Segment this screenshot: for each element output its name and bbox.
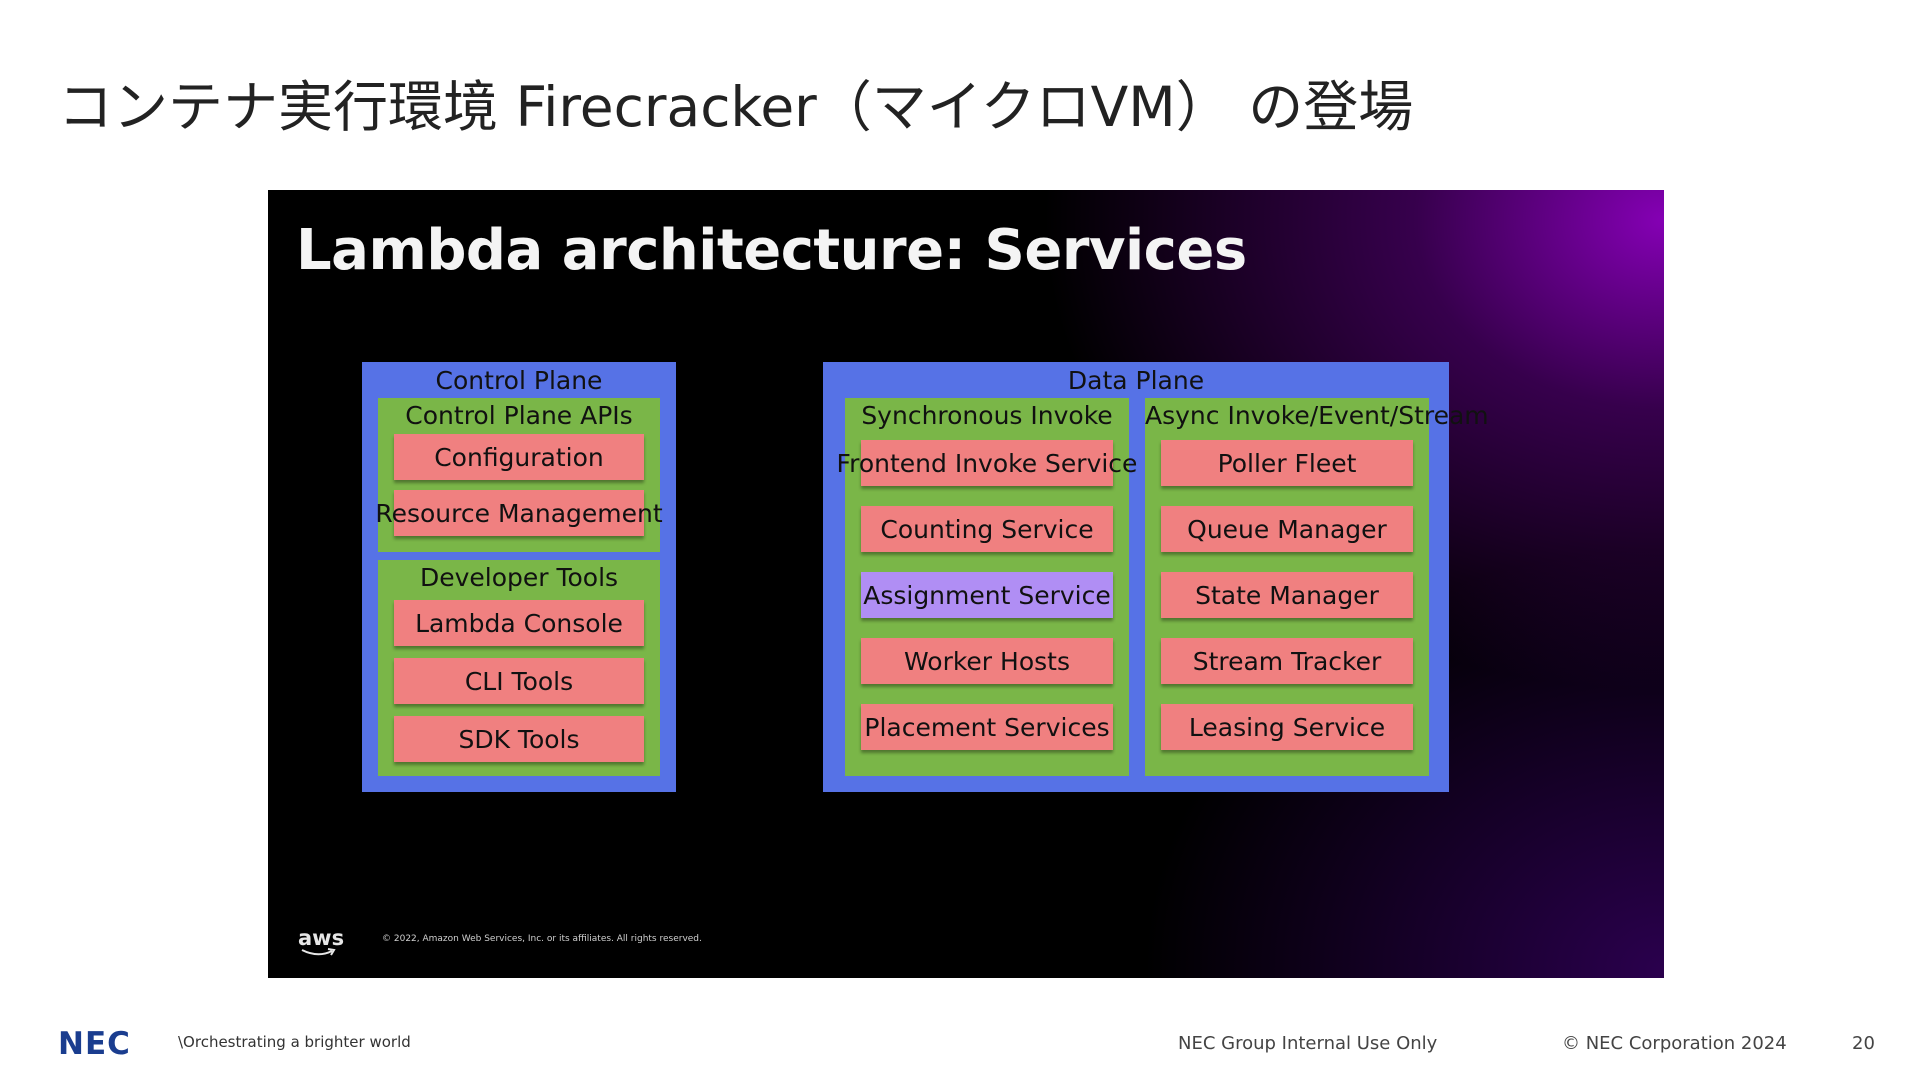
service-counting: Counting Service	[861, 506, 1113, 552]
nec-logo: NEC	[58, 1026, 131, 1062]
aws-logo: aws	[298, 926, 345, 950]
screenshot-copyright: © 2022, Amazon Web Services, Inc. or its…	[382, 934, 702, 944]
service-sdk-tools: SDK Tools	[394, 716, 644, 762]
data-plane-label: Data Plane	[1067, 366, 1205, 395]
developer-tools-group: Developer Tools Lambda Console CLI Tools…	[378, 560, 660, 776]
service-poller-fleet: Poller Fleet	[1161, 440, 1413, 486]
synchronous-invoke-group: Synchronous Invoke Frontend Invoke Servi…	[837, 398, 1137, 776]
service-queue-manager: Queue Manager	[1161, 506, 1413, 552]
service-lambda-console: Lambda Console	[394, 600, 644, 646]
service-resource-management: Resource Management	[375, 490, 663, 536]
service-stream-tracker: Stream Tracker	[1161, 638, 1413, 684]
async-invoke-label: Async Invoke/Event/Stream	[1145, 401, 1489, 430]
developer-tools-label: Developer Tools	[419, 563, 619, 592]
control-plane-apis-group: Control Plane APIs Configuration Resourc…	[375, 398, 663, 552]
service-worker-hosts: Worker Hosts	[861, 638, 1113, 684]
service-cli-tools: CLI Tools	[394, 658, 644, 704]
service-assignment: Assignment Service	[861, 572, 1113, 618]
classification-label: NEC Group Internal Use Only	[1178, 1033, 1438, 1054]
slide-title: コンテナ実行環境 Firecracker（マイクロVM） の登場	[58, 75, 1414, 139]
service-configuration: Configuration	[394, 434, 644, 480]
control-plane-label: Control Plane	[435, 366, 603, 395]
architecture-screenshot: Lambda architecture: Services Control Pl…	[268, 190, 1664, 978]
service-placement: Placement Services	[861, 704, 1113, 750]
page-number: 20	[1852, 1033, 1875, 1054]
screenshot-title: Lambda architecture: Services	[296, 218, 1247, 283]
control-plane-apis-label: Control Plane APIs	[405, 401, 633, 430]
control-plane: Control Plane Control Plane APIs Configu…	[362, 362, 676, 792]
service-leasing: Leasing Service	[1161, 704, 1413, 750]
service-frontend-invoke: Frontend Invoke Service	[837, 440, 1137, 486]
aws-smile-icon	[301, 948, 336, 956]
data-plane: Data Plane Synchronous Invoke Frontend I…	[823, 362, 1489, 792]
async-invoke-group: Async Invoke/Event/Stream Poller Fleet Q…	[1145, 398, 1489, 776]
nec-tagline: \Orchestrating a brighter world	[178, 1033, 411, 1051]
synchronous-invoke-label: Synchronous Invoke	[861, 401, 1113, 430]
service-state-manager: State Manager	[1161, 572, 1413, 618]
footer-copyright: © NEC Corporation 2024	[1562, 1033, 1787, 1054]
